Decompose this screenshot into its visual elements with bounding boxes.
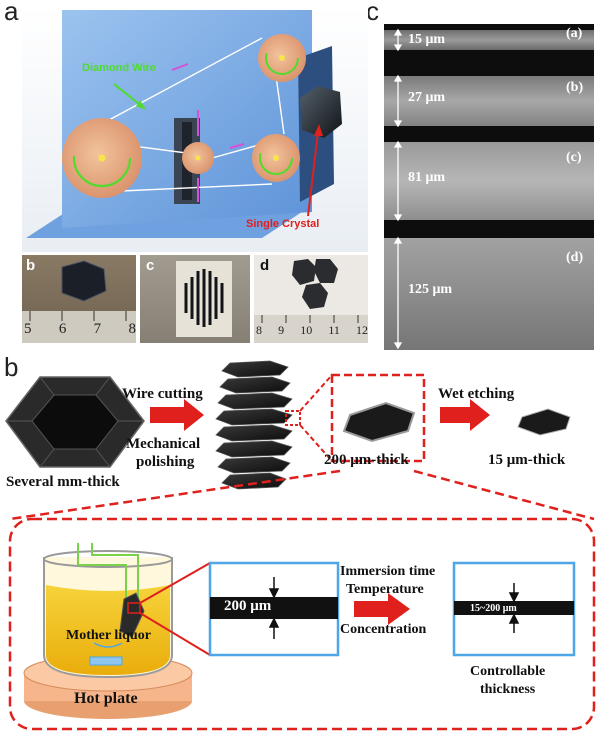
thick-15-label: 15 μm-thick xyxy=(488,452,566,468)
wire-cutting-label: Wire cutting xyxy=(122,386,203,402)
thickness-label: thickness xyxy=(480,682,536,697)
polishing-label: polishing xyxy=(136,454,195,470)
photo-b: b 5 6 7 8 xyxy=(22,255,136,343)
sliced-stack xyxy=(215,360,293,490)
wet-etching-label: Wet etching xyxy=(438,386,515,402)
beaker xyxy=(43,543,173,679)
ruler-d-tick: 9 xyxy=(278,323,285,337)
ruler-b-tick: 5 xyxy=(24,321,32,337)
control-arrow xyxy=(354,593,410,625)
ruler-d-tick: 11 xyxy=(328,323,340,337)
panel-c-label: c xyxy=(366,0,379,26)
photo-c-letter: c xyxy=(146,257,155,274)
ruler-d-tick: 12 xyxy=(356,323,368,337)
cut-arrow xyxy=(150,399,204,431)
diamond-wire-label: Diamond Wire xyxy=(82,62,156,74)
controllable-label: Controllable xyxy=(470,664,546,679)
sem-thickness-d: 125 μm xyxy=(408,282,453,297)
single-crystal-arrow xyxy=(307,131,319,217)
immersion-time-label: Immersion time xyxy=(340,564,436,579)
ruler-d-labels: 8 9 10 11 12 xyxy=(256,323,368,338)
photo-b-letter: b xyxy=(26,257,36,274)
sem-tag-c: (c) xyxy=(566,150,582,165)
mother-liquor-label: Mother liquor xyxy=(66,628,151,643)
slab-range-label: 15~200 μm xyxy=(470,603,517,614)
ruler-b-tick: 8 xyxy=(128,321,136,337)
ruler-d-tick: 8 xyxy=(256,323,262,337)
wire-saw-illustration xyxy=(22,6,368,252)
middle-pulley xyxy=(182,142,214,174)
detail-frame xyxy=(8,517,596,731)
motion-arrows xyxy=(171,63,245,202)
thick-200-label: 200 μm-thick xyxy=(324,452,409,468)
top-pulley xyxy=(258,34,306,82)
sem-layer-a xyxy=(384,30,594,50)
etch-arrow xyxy=(440,399,490,431)
sem-layer-b xyxy=(384,76,594,126)
mechanical-label: Mechanical xyxy=(126,436,201,452)
zoom-box-large xyxy=(330,373,426,463)
sem-layer-c xyxy=(384,142,594,220)
photo-d: d 8 9 10 11 12 xyxy=(254,255,368,343)
large-pulley xyxy=(62,118,142,198)
zoom-box-small xyxy=(285,410,301,426)
sem-thickness-c: 81 μm xyxy=(408,170,446,185)
bulk-crystal xyxy=(5,376,145,468)
bulk-crystal-label: Several mm-thick xyxy=(6,474,120,490)
panel-b-label: b xyxy=(4,352,19,382)
ruler-b-labels: 5 6 7 8 xyxy=(24,321,136,338)
sem-tag-a: (a) xyxy=(566,26,583,41)
bottom-pulley xyxy=(252,134,300,182)
concentration-label: Concentration xyxy=(340,622,427,637)
photo-c: c xyxy=(140,255,250,343)
sem-tag-d: (d) xyxy=(566,250,584,265)
sem-panel: 15 μm (a) 27 μm (b) 81 μm (c) 125 μm (d) xyxy=(384,24,594,350)
single-crystal xyxy=(300,86,342,138)
sem-layer-d xyxy=(384,238,594,350)
panel-a-label: a xyxy=(4,0,19,26)
temperature-label: Temperature xyxy=(346,582,424,597)
slice-200um xyxy=(342,401,416,443)
ruler-b-tick: 7 xyxy=(93,321,102,337)
sem-thickness-a: 15 μm xyxy=(408,32,446,47)
slab-200-label: 200 μm xyxy=(224,598,272,614)
slice-15um xyxy=(517,408,571,436)
ruler-d-tick: 10 xyxy=(300,323,313,337)
hot-plate-label: Hot plate xyxy=(74,690,138,707)
photo-d-letter: d xyxy=(260,257,270,274)
single-crystal-label: Single Crystal xyxy=(246,218,320,230)
ruler-b-tick: 6 xyxy=(58,321,67,337)
sem-tag-b: (b) xyxy=(566,80,584,95)
sem-thickness-b: 27 μm xyxy=(408,90,446,105)
process-flow xyxy=(5,360,596,731)
